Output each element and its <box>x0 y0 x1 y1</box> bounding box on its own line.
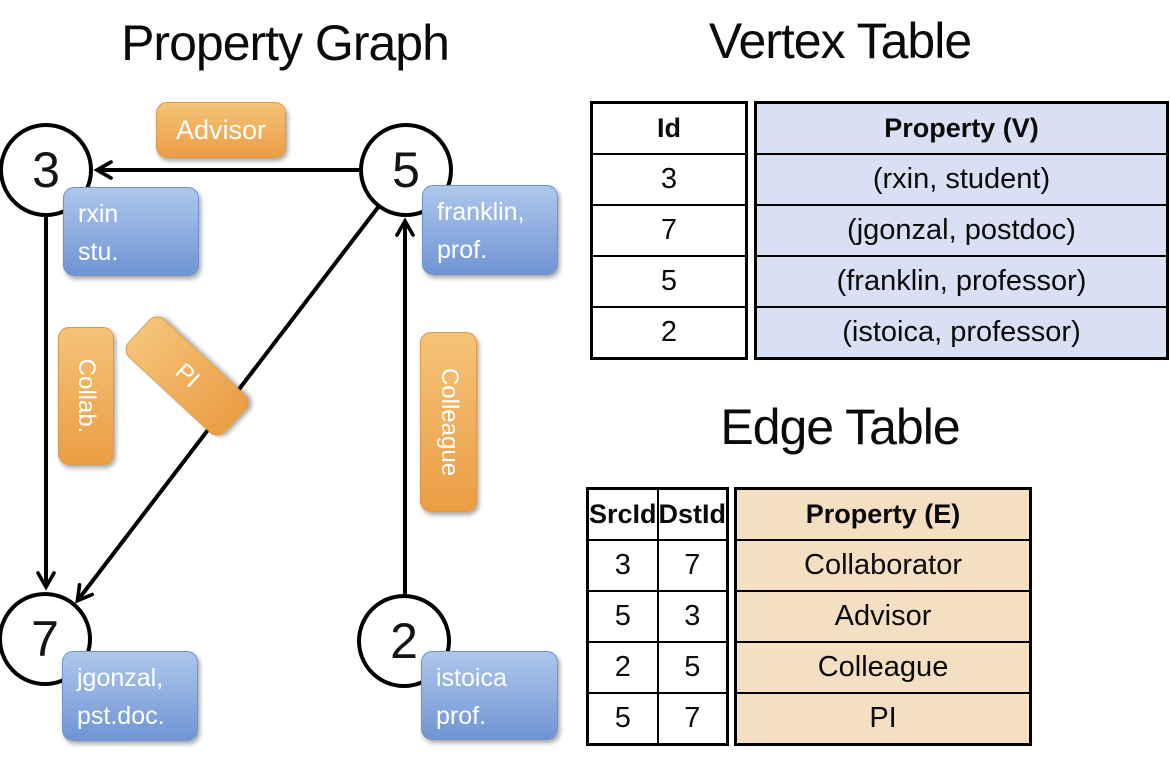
edge-property-cell: Collaborator <box>734 539 1032 592</box>
vertex-property-cell: (istoica, professor) <box>754 306 1169 360</box>
graph-title: Property Graph <box>121 15 450 71</box>
vertex-table-header-property: Property (V) <box>754 101 1169 155</box>
edge-label-text: Advisor <box>175 114 267 145</box>
vertex-property-cell: (franklin, professor) <box>754 255 1169 308</box>
vertex-property-cell: (rxin, student) <box>754 153 1169 206</box>
edge-property-cell: PI <box>734 692 1032 746</box>
node-id-label: 5 <box>392 142 420 198</box>
edge-table-header-srcid: SrcId <box>586 487 659 541</box>
edge-table: SrcId DstId 3 7 5 3 2 5 5 7 Property (E)… <box>586 487 1033 746</box>
vertex-property-box-3: rxin stu. <box>63 187 199 276</box>
vertex-property-line: jgonzal, <box>77 664 164 692</box>
vertex-property-line: rxin <box>78 200 119 228</box>
edge-table-property-column: Property (E) Collaborator Advisor Collea… <box>734 487 1033 746</box>
edge-property-cell: Colleague <box>734 641 1032 694</box>
edge-table-ids-columns: SrcId DstId 3 7 5 3 2 5 5 7 <box>586 487 730 746</box>
edge-label-text: PI <box>169 358 205 394</box>
vertex-property-line: pst.doc. <box>77 701 165 730</box>
node-id-label: 7 <box>31 611 59 667</box>
edge-srcid-cell: 5 <box>586 590 659 643</box>
vertex-property-box-7: jgonzal, pst.doc. <box>62 651 198 741</box>
edge-dstid-cell: 5 <box>656 641 729 694</box>
edge-label-text: Colleague <box>435 367 463 477</box>
vertex-property-line: franklin, <box>437 198 525 226</box>
edge-srcid-cell: 5 <box>586 692 659 746</box>
edge-table-title: Edge Table <box>720 399 960 455</box>
vertex-table-header-id: Id <box>590 101 748 155</box>
edge-label-text: Collab. <box>73 358 100 434</box>
edge-property-cell: Advisor <box>734 590 1032 643</box>
vertex-property-line: stu. <box>78 237 119 266</box>
vertex-id-cell: 7 <box>590 204 748 257</box>
edge-table-header-property: Property (E) <box>734 487 1032 541</box>
vertex-id-cell: 3 <box>590 153 748 206</box>
node-id-label: 3 <box>32 142 60 198</box>
vertex-property-line: prof. <box>437 235 488 264</box>
edge-label-colleague: Colleague <box>420 332 477 512</box>
vertex-table: Id 3 7 5 2 Property (V) (rxin, student) … <box>590 101 1169 360</box>
edge-label-collab: Collab. <box>58 327 114 465</box>
graph-node-3: 3 <box>0 123 93 217</box>
vertex-property-box-5: franklin, prof. <box>422 185 558 275</box>
edge-srcid-cell: 3 <box>586 539 659 592</box>
edge-table-header-dstid: DstId <box>656 487 729 541</box>
vertex-table-title: Vertex Table <box>708 13 972 69</box>
node-id-label: 2 <box>390 613 418 669</box>
vertex-property-cell: (jgonzal, postdoc) <box>754 204 1169 257</box>
vertex-property-line: prof. <box>436 701 487 730</box>
vertex-table-property-column: Property (V) (rxin, student) (jgonzal, p… <box>754 101 1169 360</box>
vertex-property-box-2: istoica prof. <box>421 651 558 740</box>
vertex-id-cell: 5 <box>590 255 748 308</box>
edge-srcid-cell: 2 <box>586 641 659 694</box>
edge-dstid-cell: 7 <box>656 692 729 746</box>
vertex-property-line: istoica <box>436 664 507 692</box>
vertex-table-id-column: Id 3 7 5 2 <box>590 101 748 360</box>
edge-dstid-cell: 7 <box>656 539 729 592</box>
graph-node-5: 5 <box>359 123 453 217</box>
vertex-id-cell: 2 <box>590 306 748 360</box>
edge-dstid-cell: 3 <box>656 590 729 643</box>
edge-label-advisor: Advisor <box>156 102 286 158</box>
edge-label-pi: PI <box>120 311 254 441</box>
